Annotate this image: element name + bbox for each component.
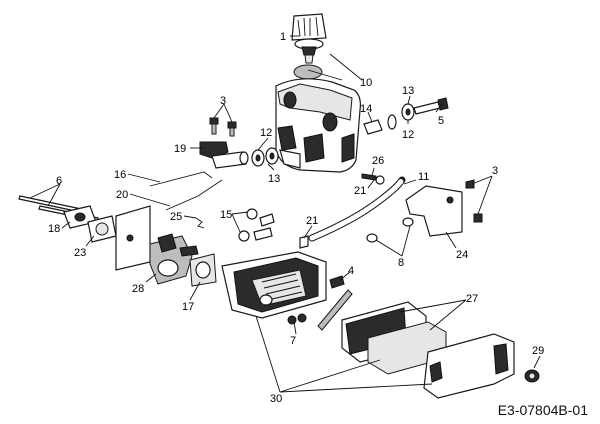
callout-23: 23: [74, 247, 86, 259]
callout-7: 7: [290, 335, 296, 347]
callout-21: 21: [306, 215, 318, 227]
callout-24: 24: [456, 249, 468, 261]
callout-5: 5: [438, 115, 444, 127]
clamps-and-hose: [238, 176, 406, 247]
callout-6: 6: [56, 175, 62, 187]
filter-fasteners: [287, 275, 353, 331]
fuel-line-bracket: [366, 179, 483, 243]
callout-12: 12: [260, 127, 272, 139]
carb-insulator: [189, 253, 217, 287]
air-filter-cover: [423, 333, 540, 399]
callout-28: 28: [132, 283, 144, 295]
callout-3: 3: [492, 165, 498, 177]
callout-15: 15: [220, 209, 232, 221]
leader-lines: [29, 35, 541, 393]
callout-18: 18: [48, 223, 60, 235]
callout-4: 4: [348, 265, 354, 277]
air-filter-housing: [221, 251, 327, 319]
callout-25: 25: [170, 211, 182, 223]
callout-12: 12: [402, 129, 414, 141]
callout-11: 11: [418, 171, 429, 183]
hose-clips: [299, 173, 385, 249]
callout-14: 14: [360, 103, 372, 115]
callout-3: 3: [220, 95, 226, 107]
carburetor: [149, 233, 199, 285]
callout-10: 10: [360, 77, 372, 89]
callout-26: 26: [372, 155, 384, 167]
callout-numbers: 1 10 3 13 14 5 12 12 19 13 26 11 21 3 16…: [48, 31, 544, 405]
gasket-insulator: [63, 205, 117, 243]
callout-8: 8: [398, 257, 404, 269]
heat-shield: [115, 205, 151, 271]
fuel-tank: [275, 64, 361, 173]
callout-29: 29: [532, 345, 544, 357]
callout-21: 21: [354, 185, 366, 197]
callout-30: 30: [270, 393, 282, 405]
fuel-cap: [291, 13, 327, 64]
rods-and-spring: [149, 171, 223, 229]
callout-13: 13: [402, 85, 414, 97]
callout-20: 20: [116, 189, 128, 201]
callout-19: 19: [174, 143, 186, 155]
fuel-valve: [199, 141, 279, 169]
callout-16: 16: [114, 169, 126, 181]
callout-27: 27: [466, 293, 478, 305]
callout-17: 17: [182, 301, 194, 313]
bolt-pair-left: [209, 117, 237, 137]
callout-1: 1: [280, 31, 286, 43]
diagram-code: E3-07804B-01: [497, 402, 588, 418]
callout-13: 13: [268, 173, 280, 185]
